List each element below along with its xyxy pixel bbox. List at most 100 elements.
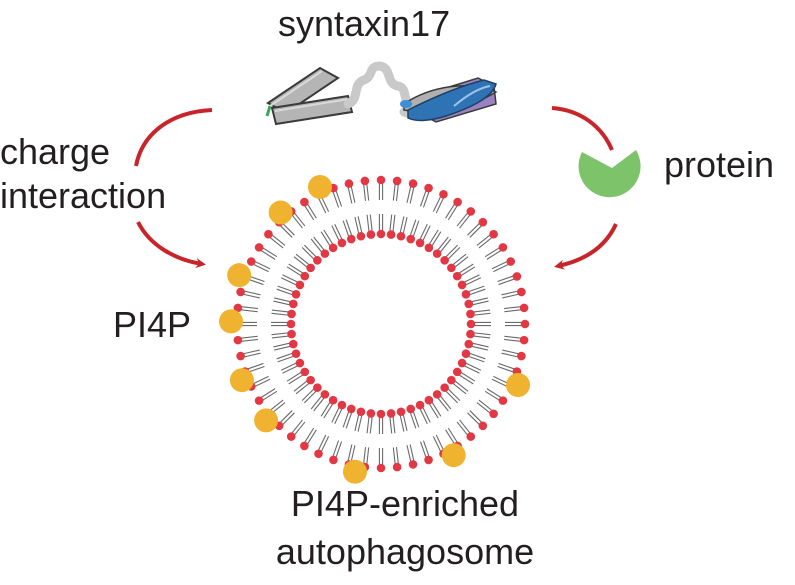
lipid-head	[406, 404, 416, 414]
lipid-head	[246, 257, 256, 266]
protein-icon	[578, 150, 641, 198]
lipid-head	[392, 462, 402, 472]
lipid-head	[424, 243, 434, 253]
lipid-head	[376, 229, 386, 239]
helix-tip	[400, 100, 412, 108]
lipid-head	[360, 176, 370, 186]
lipid-head	[424, 395, 434, 405]
lipid-head	[376, 409, 386, 419]
lipid-head	[424, 183, 433, 193]
lipid-head	[457, 358, 467, 368]
charge-interaction-label: charge interaction	[0, 131, 167, 216]
lipid-head	[295, 358, 305, 368]
lipid-head	[376, 175, 386, 185]
lipid-head	[453, 197, 462, 207]
lipid-head	[288, 299, 298, 309]
lipid-head	[452, 367, 462, 377]
lipid-head	[366, 230, 376, 239]
lipid-head	[328, 395, 338, 405]
lipid-head	[498, 243, 508, 252]
lipid-head	[478, 421, 488, 431]
lipid-head	[287, 309, 296, 319]
lipid-head	[306, 375, 315, 385]
syntaxin17-structure-icon	[265, 61, 498, 126]
lipid-head	[286, 319, 296, 329]
lipid-head	[320, 249, 330, 258]
lipid-head	[489, 409, 498, 419]
lipid-head	[313, 383, 322, 392]
lipid-head	[356, 231, 366, 241]
lipid-head	[408, 460, 418, 469]
pi4p-head	[342, 459, 367, 484]
pi4p-heads	[219, 174, 531, 484]
lipid-head	[432, 390, 442, 399]
lipid-head	[236, 351, 245, 361]
lipid-head	[517, 351, 526, 361]
lipid-head	[314, 449, 323, 459]
lipid-head	[295, 280, 305, 290]
lipid-head	[286, 432, 296, 441]
arrow-right-bottom	[554, 223, 618, 270]
protein-label: protein	[664, 144, 775, 185]
lipid-head	[386, 409, 396, 418]
lipid-head	[464, 299, 474, 309]
gray-helix-2	[270, 94, 354, 126]
syntaxin17-label: syntaxin17	[278, 3, 451, 44]
lipid-head	[432, 249, 442, 258]
lipid-head	[346, 404, 356, 414]
lipid-head	[300, 367, 310, 377]
pi4p-head	[268, 200, 293, 225]
lipid-head	[519, 303, 529, 313]
lipid-head	[520, 319, 530, 329]
lipid-head	[415, 400, 425, 410]
lipid-head	[466, 207, 476, 216]
lipid-head	[300, 441, 309, 451]
lipid-head	[440, 256, 449, 265]
lipid-head	[346, 234, 356, 244]
pi4p-head	[506, 373, 531, 398]
lipid-head	[396, 231, 406, 241]
lipid-head	[313, 256, 322, 265]
lipid-head	[386, 230, 396, 239]
lipid-head	[506, 257, 516, 266]
lipid-head	[439, 189, 448, 199]
lipid-head	[396, 407, 406, 417]
pi4p-head	[227, 263, 252, 288]
autophagosome-label: PI4P-enriched autophagosome	[275, 483, 535, 572]
lipid-head	[447, 375, 456, 385]
lipid-head	[461, 289, 471, 299]
lipid-head	[466, 309, 475, 319]
lipid-head	[254, 243, 264, 252]
lipid-head	[337, 400, 347, 410]
helix-end-mark	[265, 105, 272, 117]
lipid-head	[300, 197, 309, 207]
lipid-head	[233, 303, 243, 313]
lipid-head	[498, 396, 508, 405]
lipid-head	[366, 409, 376, 418]
pi4p-label: PI4P	[113, 304, 192, 345]
arrow-left-top	[134, 108, 213, 167]
lipid-head	[328, 243, 338, 253]
lipid-head	[356, 407, 366, 417]
pi4p-head	[219, 309, 244, 334]
lipid-head	[236, 287, 245, 297]
lipid-head	[461, 349, 471, 359]
lipid-head	[464, 339, 474, 349]
lipid-head	[466, 329, 475, 339]
lipid-head	[392, 176, 402, 186]
lipid-head	[519, 335, 529, 345]
lipid-head	[254, 396, 264, 405]
lipid-head	[517, 287, 526, 297]
lipid-head	[408, 179, 418, 188]
lipid-head	[320, 390, 330, 399]
lipid-head	[264, 229, 273, 239]
lipid-head	[288, 339, 298, 349]
lipid-head	[424, 455, 433, 465]
lipid-head	[300, 271, 310, 281]
arrow-left-bottom	[136, 221, 206, 269]
lipid-head	[329, 455, 338, 465]
lipid-head	[447, 263, 456, 273]
lipid-head	[291, 349, 301, 359]
pi4p-head	[254, 408, 279, 433]
